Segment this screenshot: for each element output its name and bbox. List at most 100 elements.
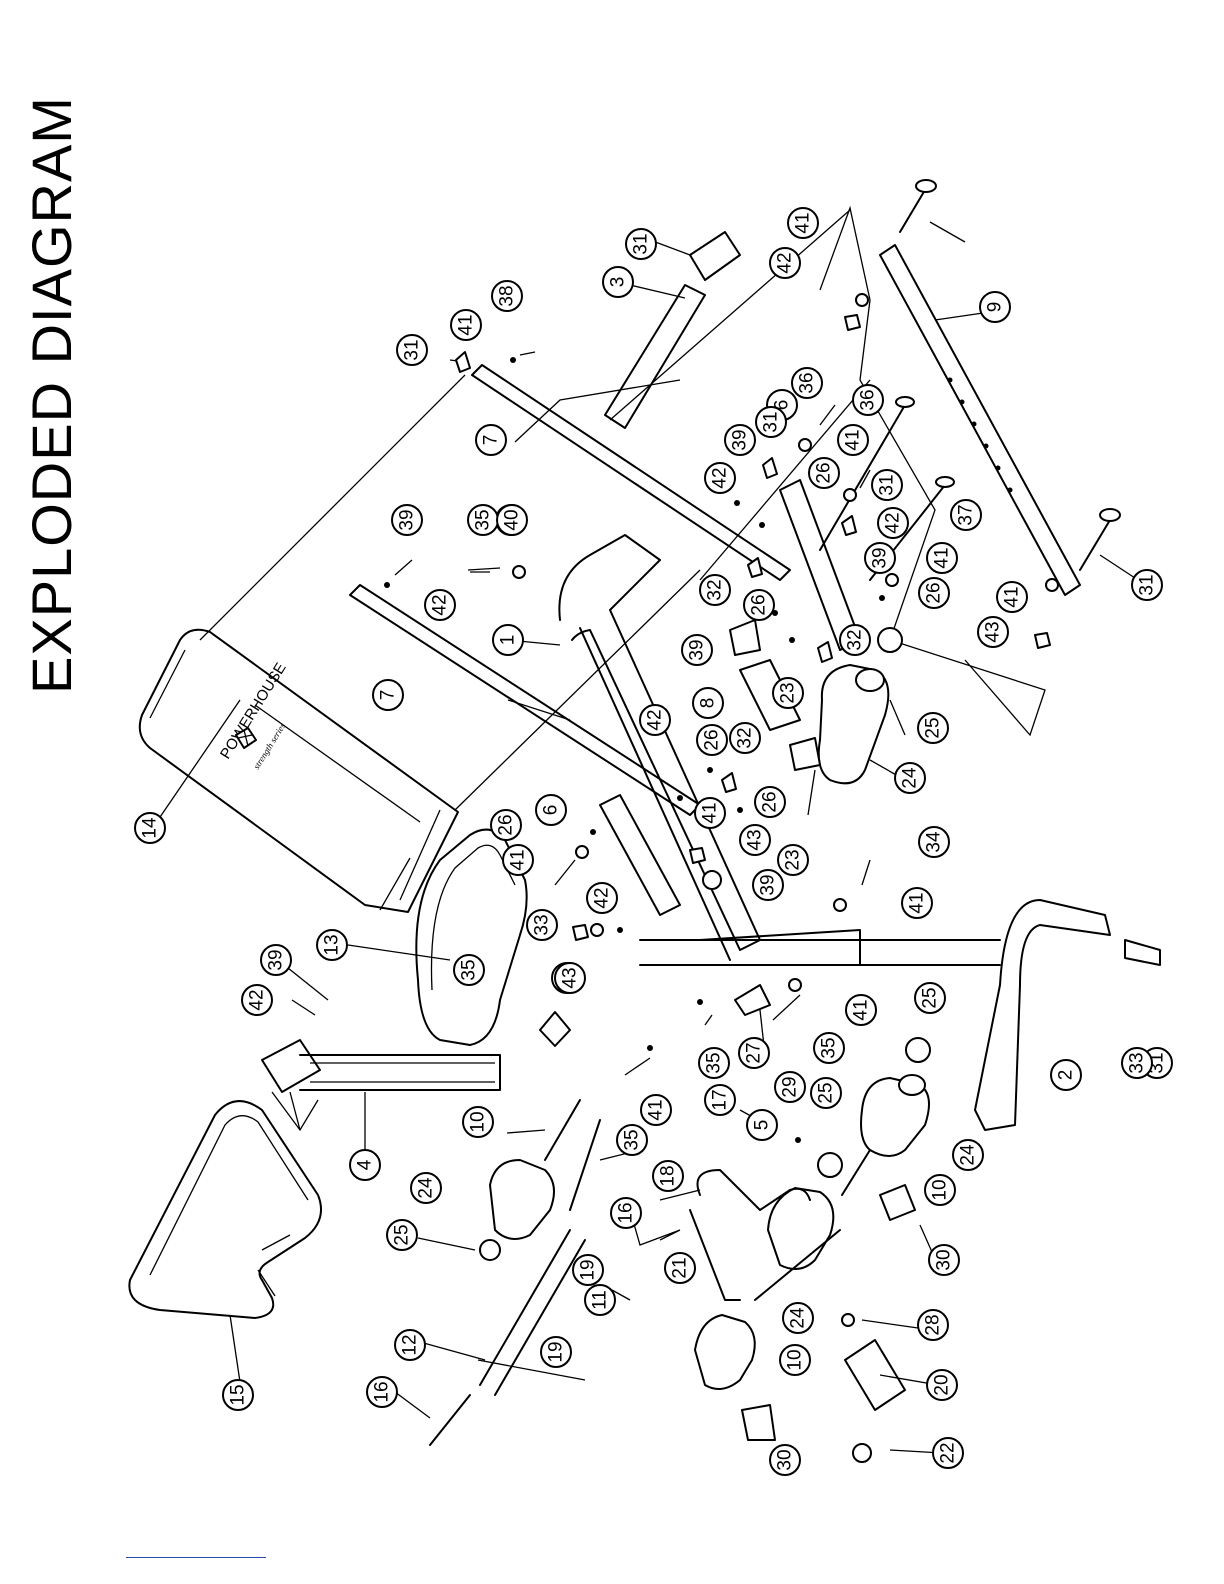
callout-label: 8 [698,698,719,709]
part-callout-26: 26 [808,457,840,489]
callout-label: 36 [858,389,879,410]
callout-circle [391,504,423,536]
callout-label: 16 [616,1202,637,1223]
part-callout-26: 26 [754,786,786,818]
callout-circle [864,542,896,574]
callout-circle [755,406,787,438]
part-callout-39: 39 [391,504,423,536]
part-callout-11: 11 [584,1284,616,1316]
part-callout-33: 33 [526,909,558,941]
part-callout-42: 42 [704,462,736,494]
part-callout-33: 33 [1121,1047,1153,1079]
part-callout-31: 31 [755,406,787,438]
callout-label: 26 [814,462,835,483]
part-callout-3: 3 [602,266,634,298]
part-callout-16: 16 [366,1376,398,1408]
callout-circle [241,984,273,1016]
callout-circle [681,634,713,666]
part-callout-41: 41 [640,1094,672,1126]
part-callout-10: 10 [924,1174,956,1206]
callout-label: 10 [785,1349,806,1370]
callout-label: 25 [392,1224,413,1245]
callout-label: 18 [658,1165,679,1186]
callout-label: 31 [877,474,898,495]
part-callout-43: 43 [554,962,586,994]
callout-label: 39 [758,874,779,895]
callout-label: 41 [700,802,721,823]
part-callout-30: 30 [928,1244,960,1276]
main-frame [558,534,761,961]
callout-circle [490,809,522,841]
part-callout-27: 27 [738,1037,770,1069]
part-callout-10: 10 [462,1106,494,1138]
callout-circle [554,962,586,994]
part-callout-8: 8 [692,687,724,719]
part-callout-26: 26 [743,589,775,621]
callout-label: 25 [920,987,941,1008]
callout-circle [996,581,1028,613]
callout-label: 3 [608,277,629,288]
part-callout-35: 35 [453,954,485,986]
part-callout-41: 41 [502,844,534,876]
part-callout-42: 42 [639,704,671,736]
callout-circle [918,826,950,858]
part-callout-28: 28 [917,1309,949,1341]
callout-circle [950,499,982,531]
callout-label: 42 [883,512,904,533]
callout-circle [918,577,950,609]
callout-circle [845,994,877,1026]
part-callout-18: 18 [652,1160,684,1192]
lower-crossbar [879,244,1081,596]
part-callout-31: 31 [1131,569,1163,601]
part-callout-7: 7 [475,424,507,456]
part-callout-31: 31 [871,469,903,501]
callout-label: 23 [778,682,799,703]
callout-label: 39 [266,949,287,970]
callout-label: 35 [819,1037,840,1058]
part-callout-21: 21 [664,1252,696,1284]
part-callout-19: 19 [540,1336,572,1368]
part-callout-39: 39 [752,869,784,901]
callout-circle [586,882,618,914]
callout-label: 7 [378,690,399,701]
callout-label: 30 [775,1449,796,1470]
callout-circle [134,812,166,844]
callout-label: 24 [416,1177,437,1199]
part-callout-31: 31 [625,228,657,260]
callout-circle [724,424,756,456]
part-callout-30: 30 [769,1444,801,1476]
callout-circle [810,1077,842,1109]
callout-circle [664,1252,696,1284]
callout-circle [699,574,731,606]
part-callout-39: 39 [681,634,713,666]
callout-circle [349,1149,381,1181]
callout-circle [260,944,292,976]
part-callout-26: 26 [696,724,728,756]
back-pad [138,628,459,913]
part-callout-13: 13 [316,929,348,961]
callout-label: 4 [355,1159,376,1170]
part-callout-36: 36 [791,367,823,399]
callout-label: 2 [1056,1070,1077,1081]
callout-circle [952,1139,984,1171]
part-callout-41: 41 [996,581,1028,613]
callout-circle [496,504,528,536]
callout-circle [704,1084,736,1116]
callout-label: 32 [705,579,726,600]
callout-circle [616,1124,648,1156]
part-callout-43: 43 [977,616,1009,648]
part-callout-39: 39 [260,944,292,976]
callout-label: 19 [546,1341,567,1362]
part-callout-24: 24 [894,762,926,794]
part-callout-41: 41 [450,309,482,341]
callout-label: 31 [402,339,423,360]
callout-circle [928,1244,960,1276]
part-callout-10: 10 [779,1344,811,1376]
callout-label: 16 [372,1381,393,1402]
callout-circle [791,367,823,399]
callout-label: 27 [744,1042,765,1063]
part-callout-24: 24 [952,1139,984,1171]
part-drawings: POWERHOUSE strength series [128,179,1161,1463]
